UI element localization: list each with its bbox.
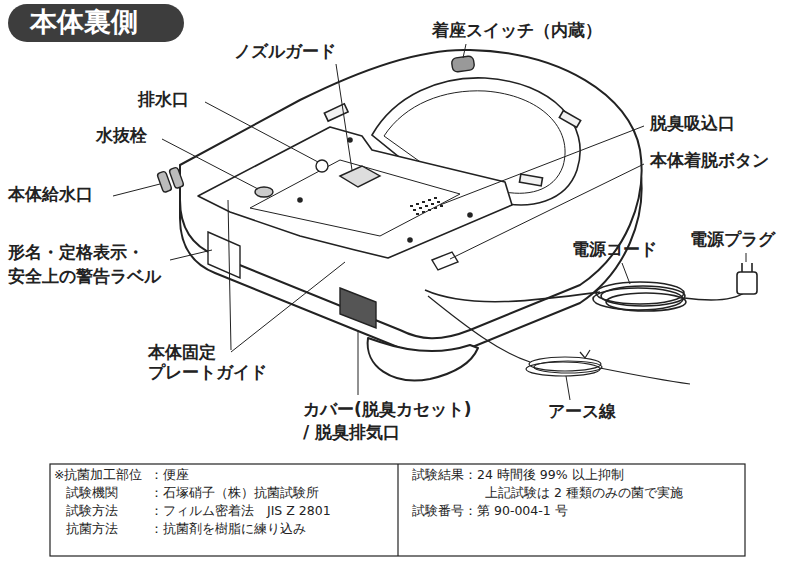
part-label: 形名・定格表示・ 安全上の警告ラベル: [8, 241, 161, 289]
part-label: カバー(脱臭カセット) / 脱臭排気口: [303, 398, 476, 444]
table-cell: 試験番号：第 90-004-1 号: [412, 504, 568, 518]
table-frame: [50, 464, 745, 556]
title-tab: [8, 4, 184, 42]
earth-wire: [428, 296, 690, 384]
table-cell: ：抗菌剤を樹脂に練り込み: [150, 522, 306, 536]
power-cord: [425, 263, 757, 311]
table-cell: ：フィルム密着法 JIS Z 2801: [150, 504, 331, 518]
table-cell: 試験機関: [66, 486, 118, 500]
deodorizer-intake: [410, 197, 443, 215]
parts: [157, 56, 475, 328]
part-label: アース線: [548, 402, 616, 422]
part-label: 本体着脱ボタン: [650, 151, 769, 171]
table-cell: ：石塚硝子（株）抗菌試験所: [150, 486, 319, 500]
part-label: 電源プラグ: [690, 230, 775, 250]
leader-lines: [113, 44, 746, 400]
part-label: 本体給水口: [8, 185, 93, 205]
base-plate: [198, 127, 512, 258]
table-cell: ：便座: [150, 468, 189, 482]
table-cell: 試験結果：24 時間後 99% 以上抑制: [412, 468, 624, 482]
table-cell: 抗菌方法: [66, 522, 118, 536]
body-top: [180, 50, 642, 338]
table-cell: 試験方法: [66, 504, 118, 518]
table-cell: ※抗菌加工部位: [54, 468, 142, 482]
part-label: 脱臭吸込口: [650, 114, 735, 134]
part-label: 着座スイッチ（内蔵）: [432, 21, 602, 41]
part-label: 本体固定 プレートガイド: [148, 343, 267, 382]
title: 本体裏側: [30, 6, 138, 37]
part-label: 電源コード: [572, 240, 657, 260]
table-cell: 上記試験は 2 種類のみの菌で実施: [485, 486, 683, 500]
part-label: ノズルガード: [234, 42, 336, 62]
part-label: 水抜栓: [96, 126, 147, 146]
part-label: 排水口: [138, 90, 189, 110]
